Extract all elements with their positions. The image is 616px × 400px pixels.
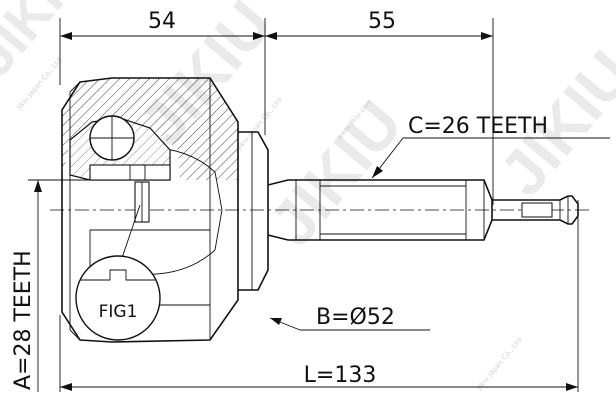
dimension-54: 54 xyxy=(60,9,265,40)
spline-a-dimension: A=28 TEETH xyxy=(11,180,42,392)
cv-ball-cage xyxy=(69,115,171,223)
dimension-55: 55 xyxy=(265,9,493,40)
dimension-54-label: 54 xyxy=(148,9,176,34)
spline-a-label: A=28 TEETH xyxy=(11,250,36,390)
extension-lines xyxy=(28,18,579,392)
diameter-b-callout: B=Ø52 xyxy=(269,305,430,331)
watermark-company-2: Jikiu Japan Co., Ltd xyxy=(475,336,524,392)
watermark-brand-2: JIKIU xyxy=(256,87,416,259)
spline-c-callout: C=26 TEETH xyxy=(371,114,610,179)
cv-flange xyxy=(238,131,269,291)
dimension-length-label: L=133 xyxy=(304,363,377,388)
spline-c-label: C=26 TEETH xyxy=(408,114,548,139)
cv-threaded-stub xyxy=(492,195,579,225)
fig1-detail: FIG1 xyxy=(75,204,161,341)
dimension-55-label: 55 xyxy=(368,9,396,34)
cv-shaft xyxy=(267,179,493,241)
fig1-circle xyxy=(75,255,161,341)
fig1-label: FIG1 xyxy=(99,302,138,322)
watermark-company-1: Jikiu Japan Co., Ltd xyxy=(235,96,284,152)
dimension-length: L=133 xyxy=(60,363,578,391)
diameter-b-label: B=Ø52 xyxy=(316,305,395,330)
